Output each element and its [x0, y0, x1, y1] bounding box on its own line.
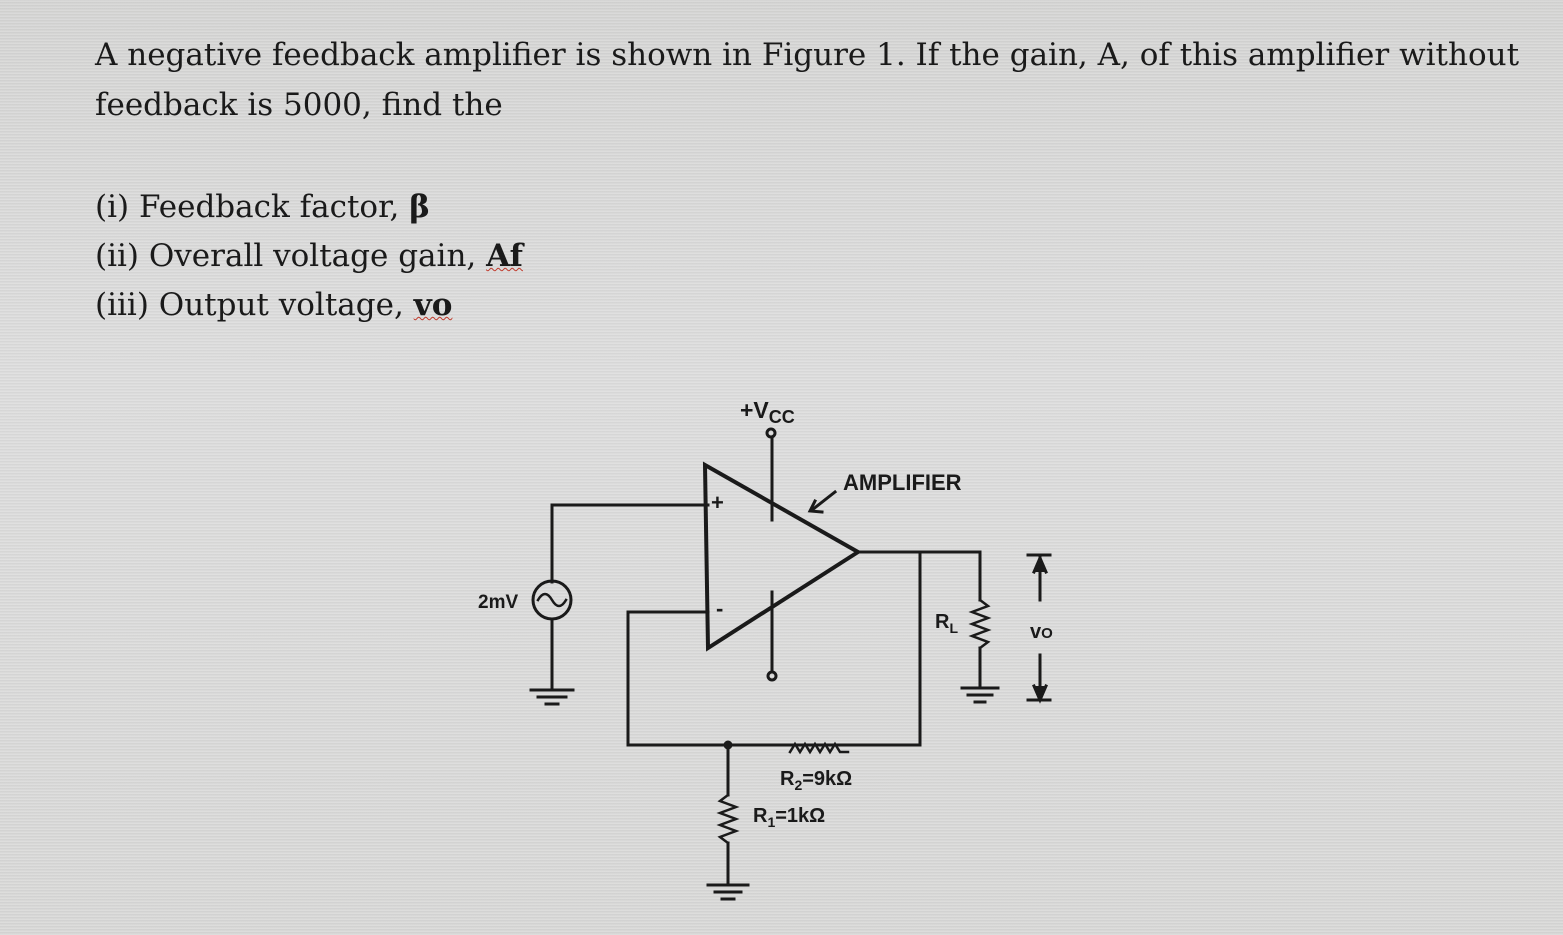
vo-arrow-head-bottom [1032, 684, 1048, 704]
problem-line-1: A negative feedback amplifier is shown i… [95, 37, 1520, 73]
rl-label: RL [935, 611, 958, 636]
minus-input-sign: - [716, 596, 723, 621]
feedback-wire-left [626, 550, 922, 747]
r1-resistor-icon [716, 793, 740, 845]
vee-terminal [766, 670, 778, 682]
source-label: 2mV [478, 592, 518, 613]
part-i: (i) Feedback factor, β [95, 183, 523, 232]
amplifier-arrow [809, 489, 838, 513]
part-iii: (iii) Output voltage, vo [95, 281, 523, 330]
question-parts: (i) Feedback factor, β (ii) Overall volt… [95, 183, 523, 330]
output-wire [856, 550, 982, 602]
problem-statement: A negative feedback amplifier is shown i… [95, 30, 1545, 130]
af-symbol: Af [486, 238, 523, 274]
beta-symbol: β [409, 189, 430, 225]
vo-symbol: vo [413, 287, 453, 323]
sine-glyph [536, 592, 568, 608]
part-ii: (ii) Overall voltage gain, Af [95, 232, 523, 281]
problem-line-2: feedback is 5000, find the [95, 87, 503, 123]
vo-arrow-head-top [1032, 554, 1048, 574]
ground-icon-source [529, 688, 575, 706]
plus-input-sign: + [711, 490, 724, 515]
r1-label: R1=1kΩ [753, 805, 825, 830]
vcc-terminal [765, 427, 777, 439]
r2-label: R2=9kΩ [780, 768, 852, 793]
r2-resistor-icon [788, 741, 850, 755]
ground-icon-load [960, 686, 1000, 704]
rl-resistor-icon [968, 598, 992, 650]
ground-icon-r1 [706, 883, 750, 901]
vcc-label: +VCC [740, 397, 795, 427]
part-i-label: (i) Feedback factor, [95, 189, 410, 225]
amplifier-label: AMPLIFIER [843, 470, 962, 495]
part-ii-label: (ii) Overall voltage gain, [95, 238, 487, 274]
amplifier-triangle [702, 461, 862, 652]
input-wire [550, 503, 710, 584]
amplifier-arrow-head [807, 498, 824, 514]
vo-label: vO [1030, 621, 1053, 643]
part-iii-label: (iii) Output voltage, [95, 287, 414, 323]
